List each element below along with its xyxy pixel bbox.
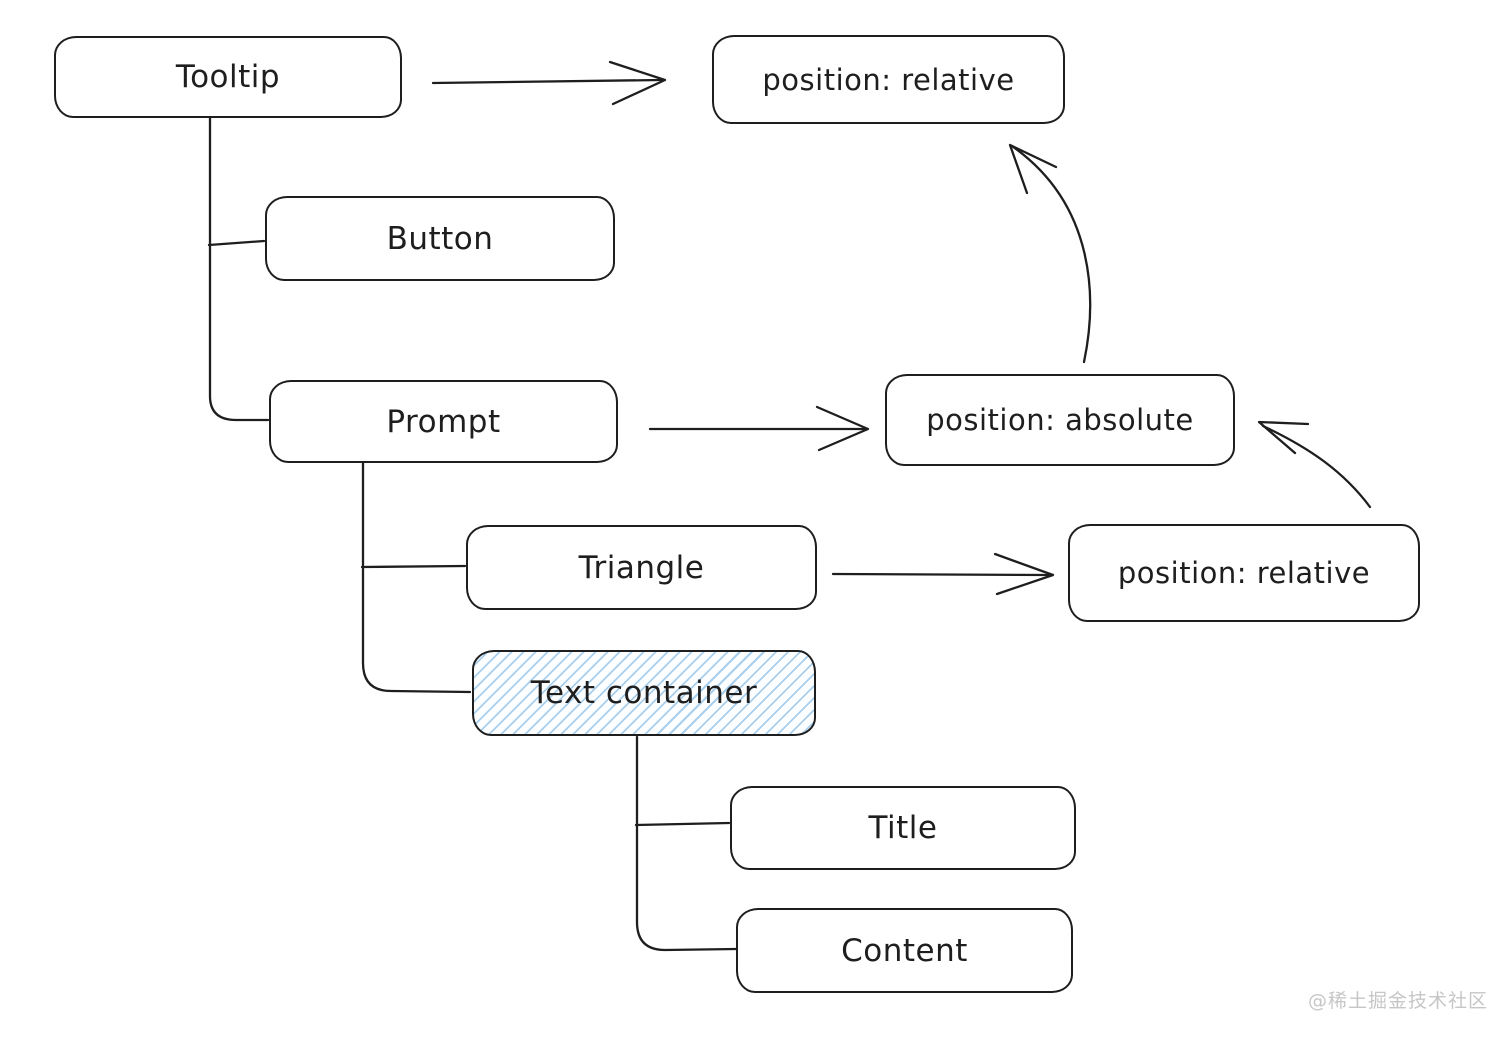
node-position-relative-top: position: relative <box>712 35 1065 124</box>
node-title: Title <box>730 786 1076 870</box>
node-label: Content <box>841 932 968 969</box>
curved-arrow-to-absolute-head <box>1257 420 1310 455</box>
watermark-text: @稀土掘金技术社区 <box>1307 990 1488 1012</box>
node-triangle: Triangle <box>466 525 817 610</box>
curved-arrow-absolute-to-relative-head <box>1008 143 1058 195</box>
edge-prompt-triangle <box>360 564 467 569</box>
arrow-tooltip-relative-head <box>608 60 667 106</box>
edge-textcontainer-trunk <box>635 735 738 952</box>
arrow-prompt-absolute-head <box>815 405 870 452</box>
arrow-triangle-relative-shaft <box>831 572 1051 577</box>
arrow-triangle-relative-head <box>993 552 1055 596</box>
node-content: Content <box>736 908 1073 993</box>
node-label: Tooltip <box>175 59 281 95</box>
edge-textcontainer-title <box>634 821 731 827</box>
node-button: Button <box>265 196 615 281</box>
node-label: position: relative <box>1117 556 1371 590</box>
node-label: position: relative <box>762 62 1015 97</box>
edge-tooltip-button <box>207 239 266 247</box>
node-label: position: absolute <box>926 403 1194 437</box>
node-prompt: Prompt <box>269 380 618 463</box>
edge-tooltip-trunk <box>208 116 270 422</box>
node-position-absolute: position: absolute <box>885 374 1235 466</box>
node-tooltip: Tooltip <box>54 36 402 118</box>
node-label: Text container <box>530 675 758 711</box>
node-label: Button <box>386 220 494 257</box>
arrow-tooltip-relative-shaft <box>431 78 663 85</box>
node-label: Triangle <box>578 549 705 586</box>
curved-arrow-to-absolute-shaft <box>1261 424 1372 509</box>
edge-prompt-trunk <box>361 461 472 694</box>
node-text-container: Text container <box>472 650 816 736</box>
curved-arrow-absolute-to-relative-shaft <box>1010 144 1092 364</box>
node-label: Title <box>868 810 938 846</box>
node-position-relative-middle: position: relative <box>1068 524 1420 622</box>
node-label: Prompt <box>386 403 501 440</box>
